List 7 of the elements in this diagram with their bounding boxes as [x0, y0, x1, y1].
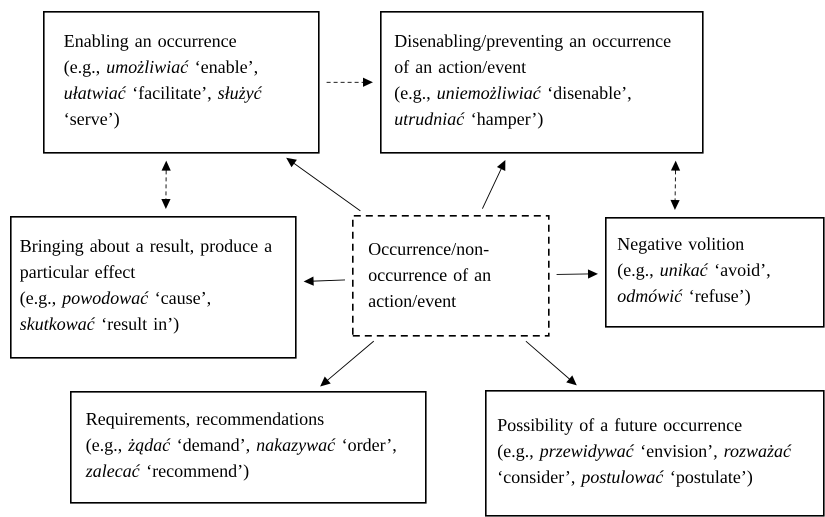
- process-box: Requirements, recommendations (e.g., żądać ‘demand’, nakazywać ‘order’, zalecać ‘recommend’): [70, 391, 427, 504]
- process-box: Negative volition (e.g., unikać ‘avoid’, odmówić ‘refuse’): [605, 217, 825, 328]
- process-box: Disenabling/preventing an occurrence of an action/event (e.g., uniemożliwiać ‘disenable’, utrudniać ‘hamper’): [380, 11, 704, 154]
- dashed-process-box: Occurrence/non-occurrence of an action/event: [352, 215, 550, 337]
- process-box: Possibility of a future occurrence (e.g., przewidywać ‘envision’, rozważać ‘consider’, postulować ‘postulate’): [485, 390, 825, 517]
- process-box: Enabling an occurrence (e.g., umożliwiać ‘enable’, ułatwiać ‘facilitate’, służyć ‘serve’): [43, 11, 320, 154]
- process-box: Bringing about a result, produce a particular effect (e.g., powodować ‘cause’, skutkować ‘result in’): [10, 216, 297, 359]
